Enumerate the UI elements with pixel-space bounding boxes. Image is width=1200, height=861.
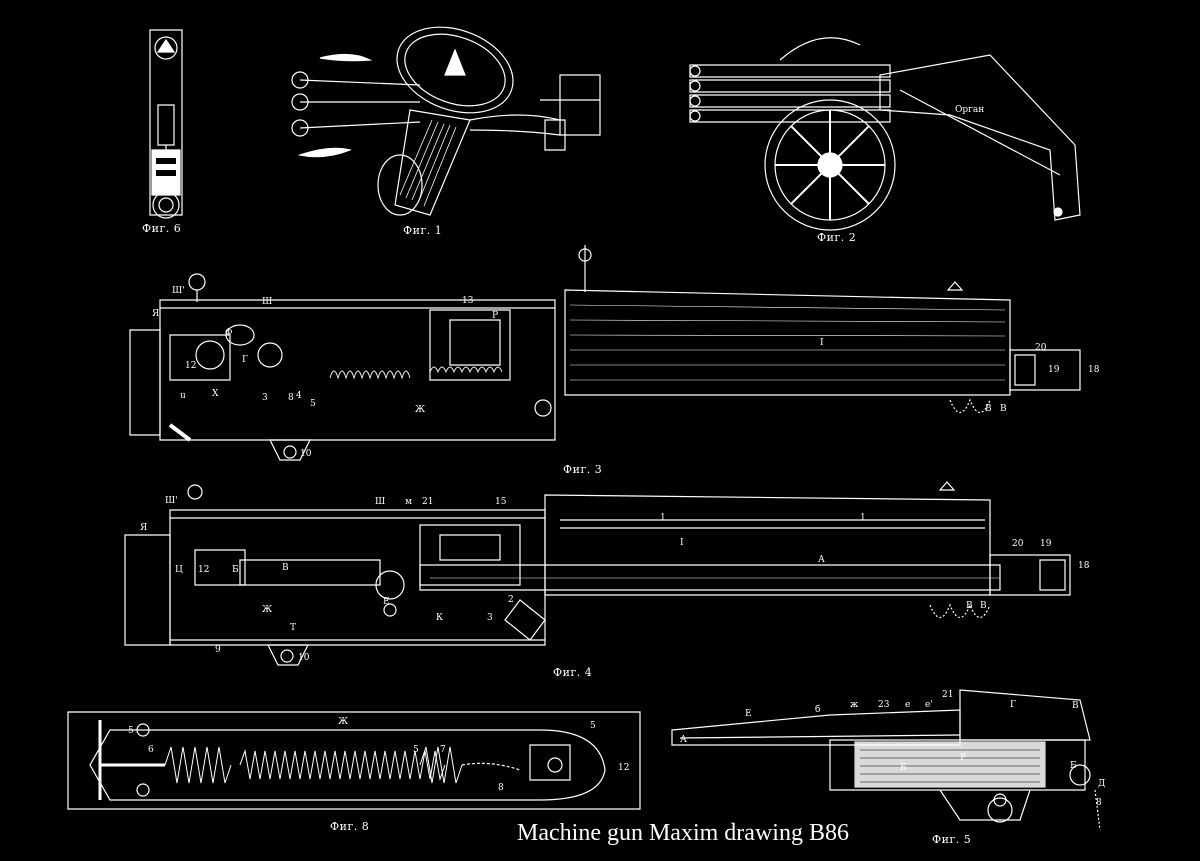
fig4-label: м [405,497,412,507]
fig3-label: Я [152,309,159,319]
fig4-label: Ц [175,565,183,575]
figure-5-drawing [672,690,1100,830]
fig5-label: 21 [942,690,953,700]
fig5-label: е [905,700,910,710]
fig4-label: Ш' [165,496,178,506]
fig4-label: I [680,538,684,548]
fig4-label: 20 [1012,539,1024,549]
fig4-label: 1 [860,513,866,523]
fig4-label: В [966,601,973,611]
fig8-label: 6 [148,745,154,755]
fig4-label: Я [140,523,147,533]
fig5-label: Г [1010,700,1016,710]
fig4-label: 12 [198,565,209,575]
figure-8-drawing [68,712,640,809]
fig4-label: К [436,613,443,623]
fig4-label: 15 [495,497,507,507]
fig4-label: 18 [1078,561,1090,571]
drawing-title: Machine gun Maxim drawing B86 [517,820,849,846]
figure-4-caption: Фиг. 4 [553,666,593,679]
fig5-label: ж [850,700,859,710]
fig8-label: 5 [590,721,596,731]
fig3-label: Ш [262,297,272,307]
fig3-label: u [180,391,186,401]
fig3-label: В [1000,404,1007,414]
figure-1-drawing [292,12,600,215]
fig5-label: Е [745,709,752,719]
fig5-label: Б [900,763,907,773]
fig3-label: Х [212,389,219,399]
fig3-label: 10 [300,449,312,459]
fig4-label: 10 [298,653,310,663]
fig3-label: 5 [310,399,316,409]
fig5-label: Р [960,753,966,763]
fig4-label: Т [290,623,296,633]
figure-1-caption: Фиг. 1 [403,224,443,237]
figure-3-drawing [130,245,1080,460]
figure-6-caption: Фиг. 6 [142,222,182,235]
fig5-label: 8 [1096,798,1102,808]
fig3-label: 19 [1048,365,1060,375]
fig5-label: Б [1070,761,1077,771]
fig8-label: Ж [338,717,348,727]
fig3-label: 12 [185,361,196,371]
figure-8-caption: Фиг. 8 [330,820,370,833]
fig3-label: Ш' [172,286,185,296]
fig5-label: б [815,704,820,715]
figure-5-caption: Фиг. 5 [932,833,972,846]
figure-8-labels: 5 6 Ж 5 5 7 8 12 [128,717,629,793]
fig8-label: 5 [128,726,134,736]
fig4-label: Ш [375,497,385,507]
fig3-label: 18 [1088,365,1100,375]
fig4-label: 2 [508,595,514,605]
figure-2-drawing: Орган [690,38,1080,230]
fig3-label: Р [492,311,498,321]
fig3-label: 4 [296,391,302,401]
fig3-label: Ф [225,328,232,338]
fig3-label: Ж [415,405,425,415]
fig4-label: Б [232,565,239,575]
fig3-label: I [820,338,824,348]
fig4-label: Е [383,597,390,607]
fig5-label: А [680,735,687,745]
fig3-label: 20 [1035,343,1047,353]
fig4-label: В [282,563,289,573]
fig8-label: 7 [440,745,446,755]
fig3-label: Г [242,355,248,365]
fig4-label: 21 [422,497,433,507]
figure-3-labels: Ш' Ш Я Ф Г 12 Х u Ж 13 Р I 20 19 18 В В … [152,286,1100,459]
figure-2-caption: Фиг. 2 [817,231,857,244]
fig5-label: Д [1098,779,1105,789]
fig4-label: 3 [487,613,493,623]
fig4-label: Ж [262,605,272,615]
figure-4-drawing [125,482,1070,665]
fig5-label: е' [925,700,933,710]
fig4-label: 1 [660,513,666,523]
fig3-label: 3 [262,393,268,403]
fig8-label: 12 [618,763,629,773]
fig3-label: В [985,404,992,414]
fig4-label: 9 [215,645,221,655]
figure-4-labels: Ш' Ш м 21 15 1 1 I А 20 19 18 Я Б В 12 Ц… [140,496,1090,663]
fig8-label: 5 [413,745,419,755]
fig4-label: А [818,555,825,565]
fig4-label: 19 [1040,539,1052,549]
fig5-label: 23 [878,700,890,710]
fig3-label: 13 [462,296,474,306]
organ-label: Орган [955,105,984,115]
fig3-label: 8 [288,393,294,403]
fig8-label: 8 [498,783,504,793]
figure-6-drawing [150,30,182,218]
fig4-label: В [980,601,987,611]
figure-5-labels: Е б ж 23 е е' 21 Г В А Б Б Р Д 8 [680,690,1105,808]
figure-3-caption: Фиг. 3 [563,463,603,476]
fig5-label: В [1072,701,1079,711]
